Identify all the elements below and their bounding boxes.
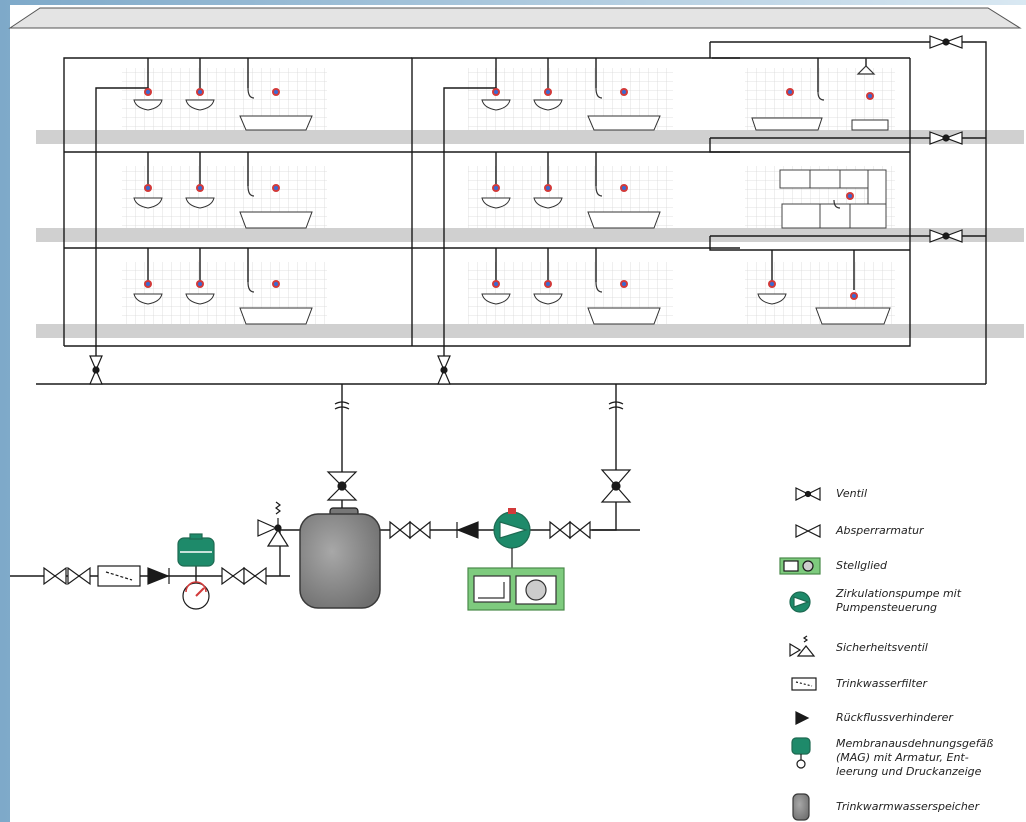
washbasin-icon [533, 99, 563, 111]
circulation-pump-icon [493, 508, 531, 549]
expansion-vessel-icon [791, 737, 811, 769]
basement-components [43, 501, 591, 611]
faucet-icon [595, 281, 603, 293]
bathtub-icon [239, 115, 313, 131]
washbasin-icon [185, 99, 215, 111]
check-valve-icon [795, 711, 810, 725]
legend-symbols [779, 487, 821, 821]
shutoff-valve-icon [67, 566, 91, 586]
shower-head-icon [856, 58, 876, 75]
pressure-gauge-icon [182, 581, 210, 610]
valve-icon [89, 355, 103, 385]
shutoff-valve-icon [243, 566, 267, 586]
legend-label-membranausdehnungsgefaess: Membranausdehnungsgefäß (MAG) mit Armatu… [836, 737, 994, 778]
tap-markers [144, 88, 874, 300]
bathtubs [239, 115, 891, 325]
legend-label-rueckflussverhinderer: Rückflussverhinderer [836, 711, 953, 724]
valve-icon [326, 471, 358, 501]
bathtub-icon [587, 211, 661, 229]
circulation-pump-icon [789, 591, 811, 613]
legend-label-trinkwarmwasserspeicher: Trinkwarmwasserspeicher [836, 800, 980, 813]
pipe-break-marks [334, 401, 624, 410]
water-filter-icon [791, 677, 817, 691]
safety-valve-icon [257, 501, 290, 547]
washbasin-icon [533, 293, 563, 305]
legend-label-trinkwasserfilter: Trinkwasserfilter [836, 677, 928, 690]
bathtub-icon [587, 307, 661, 325]
tile-walls [122, 68, 895, 324]
hot-water-tank-icon [792, 793, 810, 821]
shutoff-valve-icon [43, 566, 67, 586]
faucet-icon [595, 87, 603, 99]
floor-slabs [36, 130, 1024, 338]
washbasin-icon [133, 293, 163, 305]
valve-icon [600, 469, 632, 503]
faucet-icon [247, 185, 255, 197]
legend-label-stellglied: Stellglied [836, 559, 888, 572]
washbasin-icon [133, 99, 163, 111]
legend-label-absperrarmatur: Absperrarmatur [836, 524, 924, 537]
circulation-valves [929, 35, 963, 243]
washbasins [133, 99, 787, 305]
bathtub-icon [239, 307, 313, 325]
shutoff-valve-icon [569, 520, 591, 540]
safety-valve-icon [789, 635, 816, 658]
pump-control-unit [467, 548, 565, 611]
legend-label-ventil: Ventil [836, 487, 868, 500]
washbasin-icon [757, 293, 787, 305]
water-filter-icon [97, 565, 141, 587]
riser-valves [89, 355, 632, 503]
faucet-icon [247, 87, 255, 99]
legend-label-sicherheitsventil: Sicherheitsventil [836, 641, 928, 654]
faucet-icon [595, 185, 603, 197]
roof [8, 7, 1022, 29]
shutoff-valve-icon [409, 520, 431, 540]
valve-icon [929, 229, 963, 243]
check-valve-icon [456, 521, 479, 539]
actuator-icon [779, 557, 821, 575]
washbasin-icon [481, 197, 511, 209]
faucet-icon [833, 199, 841, 209]
washbasin-icon [533, 197, 563, 209]
hot-water-tank-icon [299, 507, 381, 609]
washbasin-icon [185, 293, 215, 305]
legend-label-zirkulationspumpe: Zirkulationspumpe mit Pumpensteuerung [836, 587, 962, 614]
valve-icon [795, 487, 821, 501]
valve-icon [437, 355, 451, 385]
faucet-icon [247, 281, 255, 293]
washbasin-icon [133, 197, 163, 209]
faucet-icon [817, 91, 825, 101]
faucets [247, 87, 841, 293]
expansion-vessel-icon [177, 533, 215, 567]
bathtub-icon [815, 307, 891, 325]
washbasin-icon [481, 293, 511, 305]
bathtub-icon [751, 117, 823, 131]
washbasin-icon [185, 197, 215, 209]
shutoff-valve-icon [795, 524, 821, 538]
bathtub-icon [587, 115, 661, 131]
washbasin-icon [481, 99, 511, 111]
check-valve-icon [147, 567, 170, 585]
bathtub-icon [239, 211, 313, 229]
valve-icon [929, 131, 963, 145]
valve-icon [929, 35, 963, 49]
